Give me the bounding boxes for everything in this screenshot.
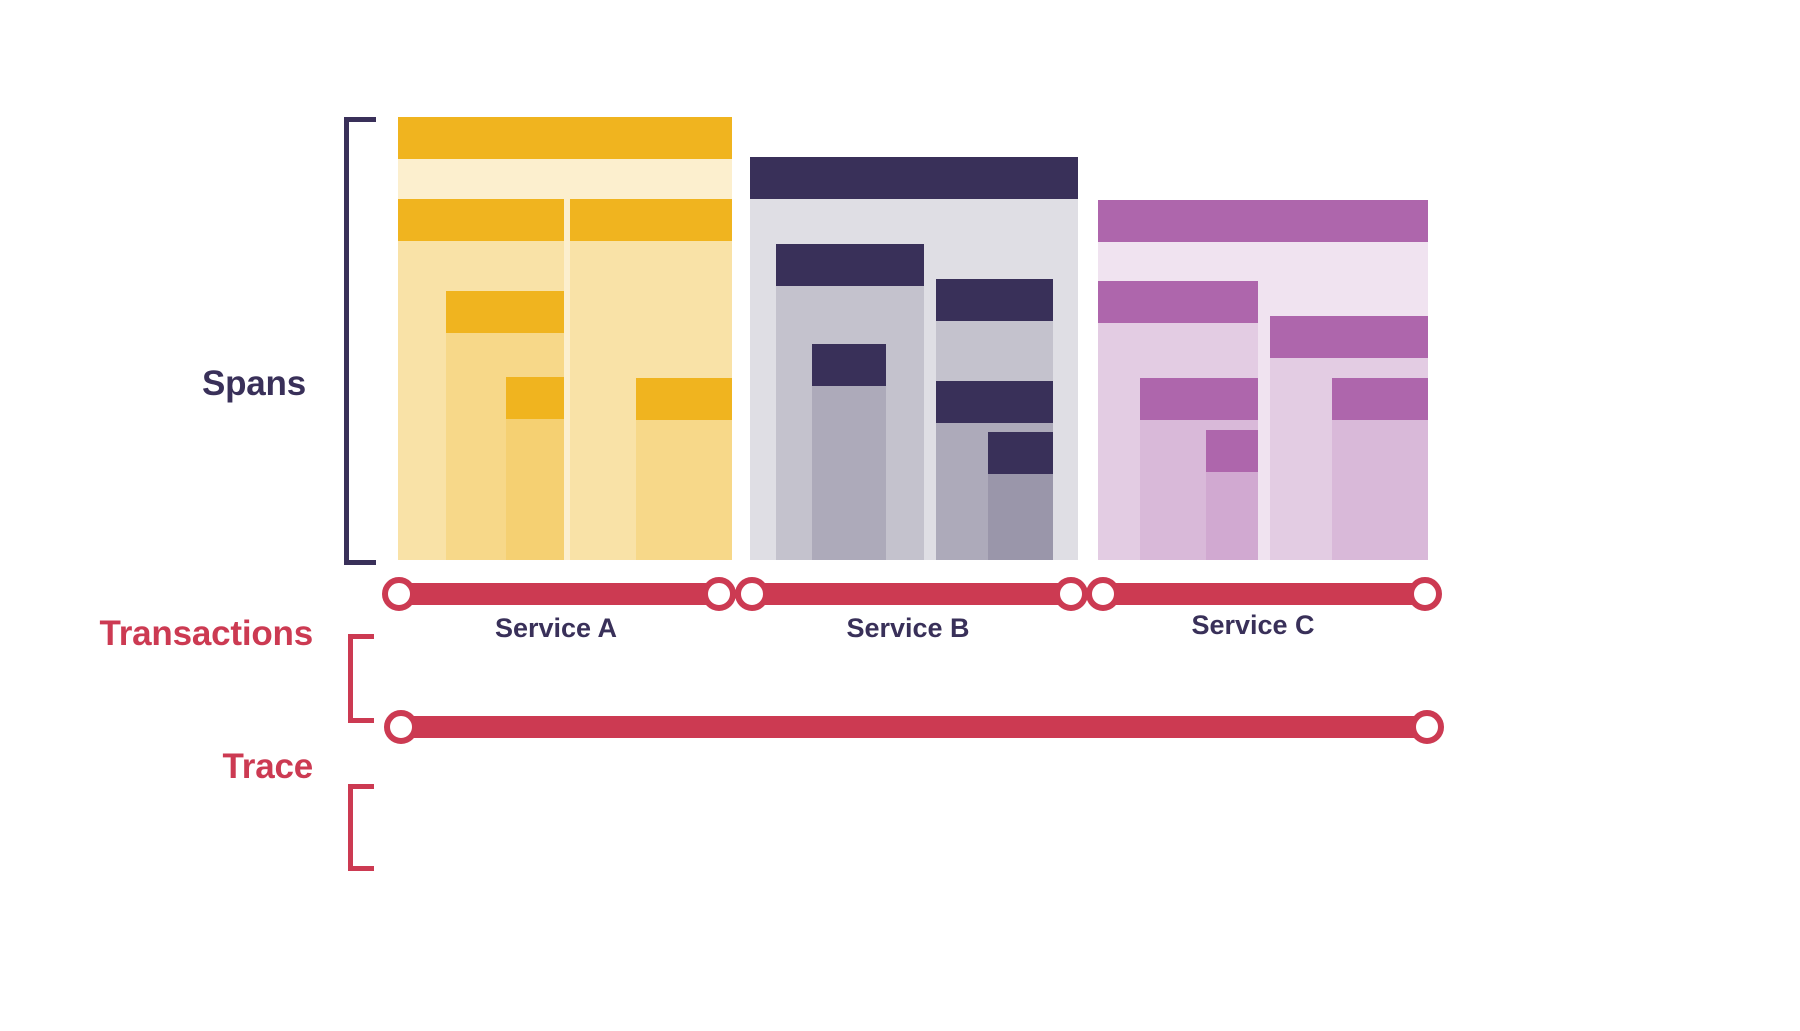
timeline-start-node[interactable] bbox=[1086, 577, 1120, 611]
span-body-fill bbox=[1206, 472, 1258, 560]
span-header-bar bbox=[750, 157, 1078, 199]
span-header-bar bbox=[988, 432, 1053, 474]
row-label-transactions: Transactions bbox=[99, 614, 313, 653]
timeline-end-node[interactable] bbox=[1410, 710, 1444, 744]
service-name-label-c: Service C bbox=[1191, 610, 1315, 640]
span-body-fill bbox=[988, 474, 1053, 560]
timeline-start-node[interactable] bbox=[384, 710, 418, 744]
span-header-bar bbox=[446, 291, 564, 333]
timeline-start-node[interactable] bbox=[382, 577, 416, 611]
span-rect[interactable] bbox=[636, 378, 732, 560]
span-rect[interactable] bbox=[988, 432, 1053, 560]
timeline-bar[interactable] bbox=[399, 583, 719, 605]
spans-plot bbox=[398, 117, 1428, 560]
bracket-transactions bbox=[348, 634, 374, 723]
span-header-bar bbox=[1098, 281, 1258, 323]
span-body-fill bbox=[776, 286, 924, 560]
row-label-trace: Trace bbox=[222, 747, 314, 786]
span-body-fill bbox=[1332, 420, 1428, 560]
span-rect[interactable] bbox=[446, 291, 564, 560]
timeline-bar[interactable] bbox=[752, 583, 1071, 605]
span-header-bar bbox=[1270, 316, 1428, 358]
span-header-bar bbox=[1140, 378, 1258, 420]
row-label-spans: Spans bbox=[201, 364, 306, 403]
timeline-bar[interactable] bbox=[1103, 583, 1425, 605]
bracket-spans bbox=[344, 117, 376, 565]
span-rect[interactable] bbox=[776, 244, 924, 560]
span-header-bar bbox=[398, 199, 564, 241]
service-name-label-a: Service A bbox=[494, 613, 618, 643]
span-rect[interactable] bbox=[506, 377, 564, 560]
span-body-fill bbox=[506, 419, 564, 560]
span-header-bar bbox=[776, 244, 924, 286]
span-header-bar bbox=[1098, 200, 1428, 242]
span-header-bar bbox=[506, 377, 564, 419]
span-header-bar bbox=[636, 378, 732, 420]
timeline-end-node[interactable] bbox=[1054, 577, 1088, 611]
timeline-end-node[interactable] bbox=[1408, 577, 1442, 611]
span-header-bar bbox=[936, 279, 1053, 321]
span-body-fill bbox=[636, 420, 732, 560]
span-header-bar bbox=[570, 199, 732, 241]
span-body-fill bbox=[812, 386, 886, 560]
timeline-end-node[interactable] bbox=[702, 577, 736, 611]
bracket-trace bbox=[348, 784, 374, 871]
timeline-bar[interactable] bbox=[401, 716, 1427, 738]
span-body-fill bbox=[446, 333, 564, 560]
span-header-bar bbox=[936, 381, 1053, 423]
span-header-bar bbox=[1206, 430, 1258, 472]
span-header-bar bbox=[398, 117, 732, 159]
span-rect[interactable] bbox=[1332, 378, 1428, 560]
service-name-label-b: Service B bbox=[846, 613, 970, 643]
span-header-bar bbox=[1332, 378, 1428, 420]
timeline-start-node[interactable] bbox=[735, 577, 769, 611]
span-header-bar bbox=[812, 344, 886, 386]
span-rect[interactable] bbox=[812, 344, 886, 560]
span-rect[interactable] bbox=[1206, 430, 1258, 560]
